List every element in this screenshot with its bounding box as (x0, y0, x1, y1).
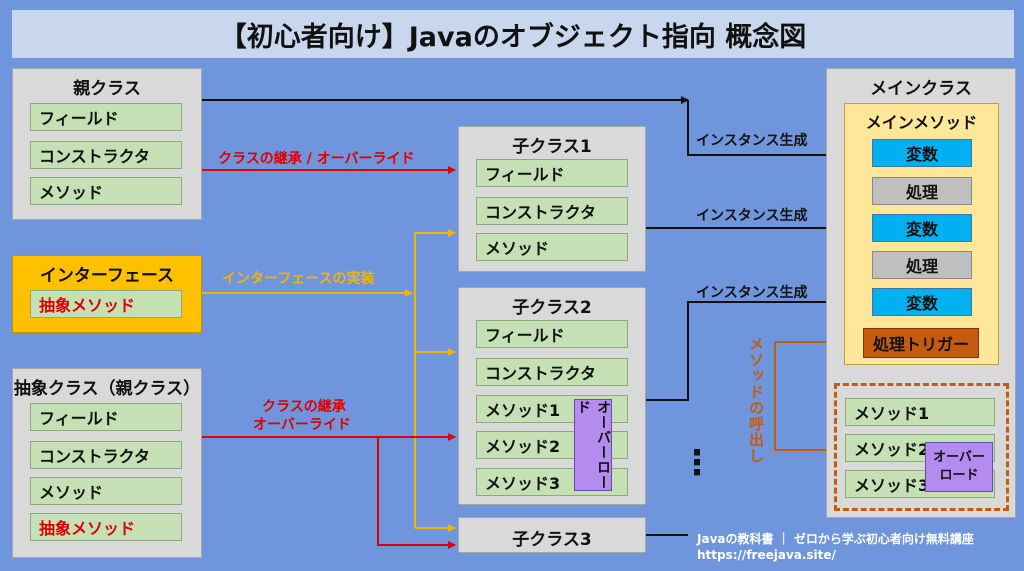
abstract-constructor: コンストラクタ (30, 441, 182, 469)
abstract-class: 抽象クラス（親クラス） フィールド コンストラクタ メソッド 抽象メソッド (12, 368, 202, 558)
main-class-title: メインクラス (870, 79, 972, 99)
footer-line2[interactable]: https://freejava.site/ (697, 548, 836, 562)
child2-constructor: コンストラクタ (476, 358, 628, 386)
main-overload-badge: オーバー ロード (925, 442, 993, 492)
process-block-2: 処理 (872, 251, 972, 279)
child1-constructor: コンストラクタ (476, 197, 628, 225)
arrow-instance-1 (687, 100, 869, 159)
label-inherit: クラスの継承 (262, 399, 346, 415)
label-instance-1: インスタンス生成 (696, 133, 808, 149)
label-method-call: メソッドの呼出し (747, 336, 765, 464)
label-instance-3: インスタンス生成 (696, 285, 808, 301)
label-override: オーバーライド (253, 417, 351, 433)
main-methods-group: メソッド1 メソッド2 メソッド3 オーバー ロード (834, 383, 1009, 511)
main-overload-line1: オーバー (933, 450, 985, 465)
arrow-inherit-child3 (377, 437, 456, 549)
main-overload-line2: ロード (939, 468, 979, 483)
parent-class: 親クラス フィールド コンストラクタ メソッド (12, 68, 202, 220)
process-block-1: 処理 (872, 177, 972, 205)
child2-title: 子クラス2 (512, 298, 592, 318)
parent-field: フィールド (30, 103, 182, 131)
child2-overload-badge: オーバーロード (574, 399, 612, 491)
label-interface-impl: インターフェースの実装 (222, 271, 375, 287)
page-title: 【初心者向け】Javaのオブジェクト指向 概念図 (12, 10, 1014, 58)
main-class: メインクラス メインメソッド 変数 処理 変数 処理 変数 処理トリガー メソッ… (826, 68, 1016, 518)
parent-method: メソッド (30, 177, 182, 205)
abstract-class-title: 抽象クラス（親クラス） (13, 379, 201, 399)
child2-method3: メソッド3 (476, 468, 628, 496)
variable-block-1: 変数 (872, 139, 972, 167)
variable-block-3: 変数 (872, 288, 972, 316)
parent-class-title: 親クラス (73, 79, 141, 99)
ellipsis-more-classes: ⋮ (680, 443, 714, 483)
child-class-3: 子クラス3 (458, 517, 646, 553)
label-instance-2: インスタンス生成 (696, 208, 808, 224)
arrow-method-call (774, 341, 860, 454)
variable-block-2: 変数 (872, 214, 972, 242)
child2-field: フィールド (476, 320, 628, 348)
child-class-2: 子クラス2 フィールド コンストラクタ メソッド1 メソッド2 メソッド3 オー… (458, 287, 646, 505)
abstract-abstract-method: 抽象メソッド (30, 513, 182, 541)
interface-abstract-method: 抽象メソッド (30, 290, 182, 318)
main-method1: メソッド1 (845, 398, 995, 426)
child3-title: 子クラス3 (512, 530, 592, 550)
interface-title: インターフェース (39, 266, 175, 286)
process-trigger: 処理トリガー (863, 328, 979, 358)
main-method-title: メインメソッド (865, 113, 978, 132)
abstract-field: フィールド (30, 403, 182, 431)
footer-line1: Javaの教科書 ｜ ゼロから学ぶ初心者向け無料講座 (697, 532, 974, 546)
arrow-instance-3 (646, 298, 869, 401)
parent-constructor: コンストラクタ (30, 141, 182, 169)
abstract-method: メソッド (30, 477, 182, 505)
child1-method: メソッド (476, 233, 628, 261)
child1-field: フィールド (476, 159, 628, 187)
main-method-box: メインメソッド 変数 処理 変数 処理 変数 処理トリガー (844, 103, 999, 365)
interface-box: インターフェース 抽象メソッド (12, 255, 202, 333)
child-class-1: 子クラス1 フィールド コンストラクタ メソッド (458, 126, 646, 272)
label-inherit-override: クラスの継承 / オーバーライド (218, 151, 415, 167)
child1-title: 子クラス1 (512, 137, 592, 157)
